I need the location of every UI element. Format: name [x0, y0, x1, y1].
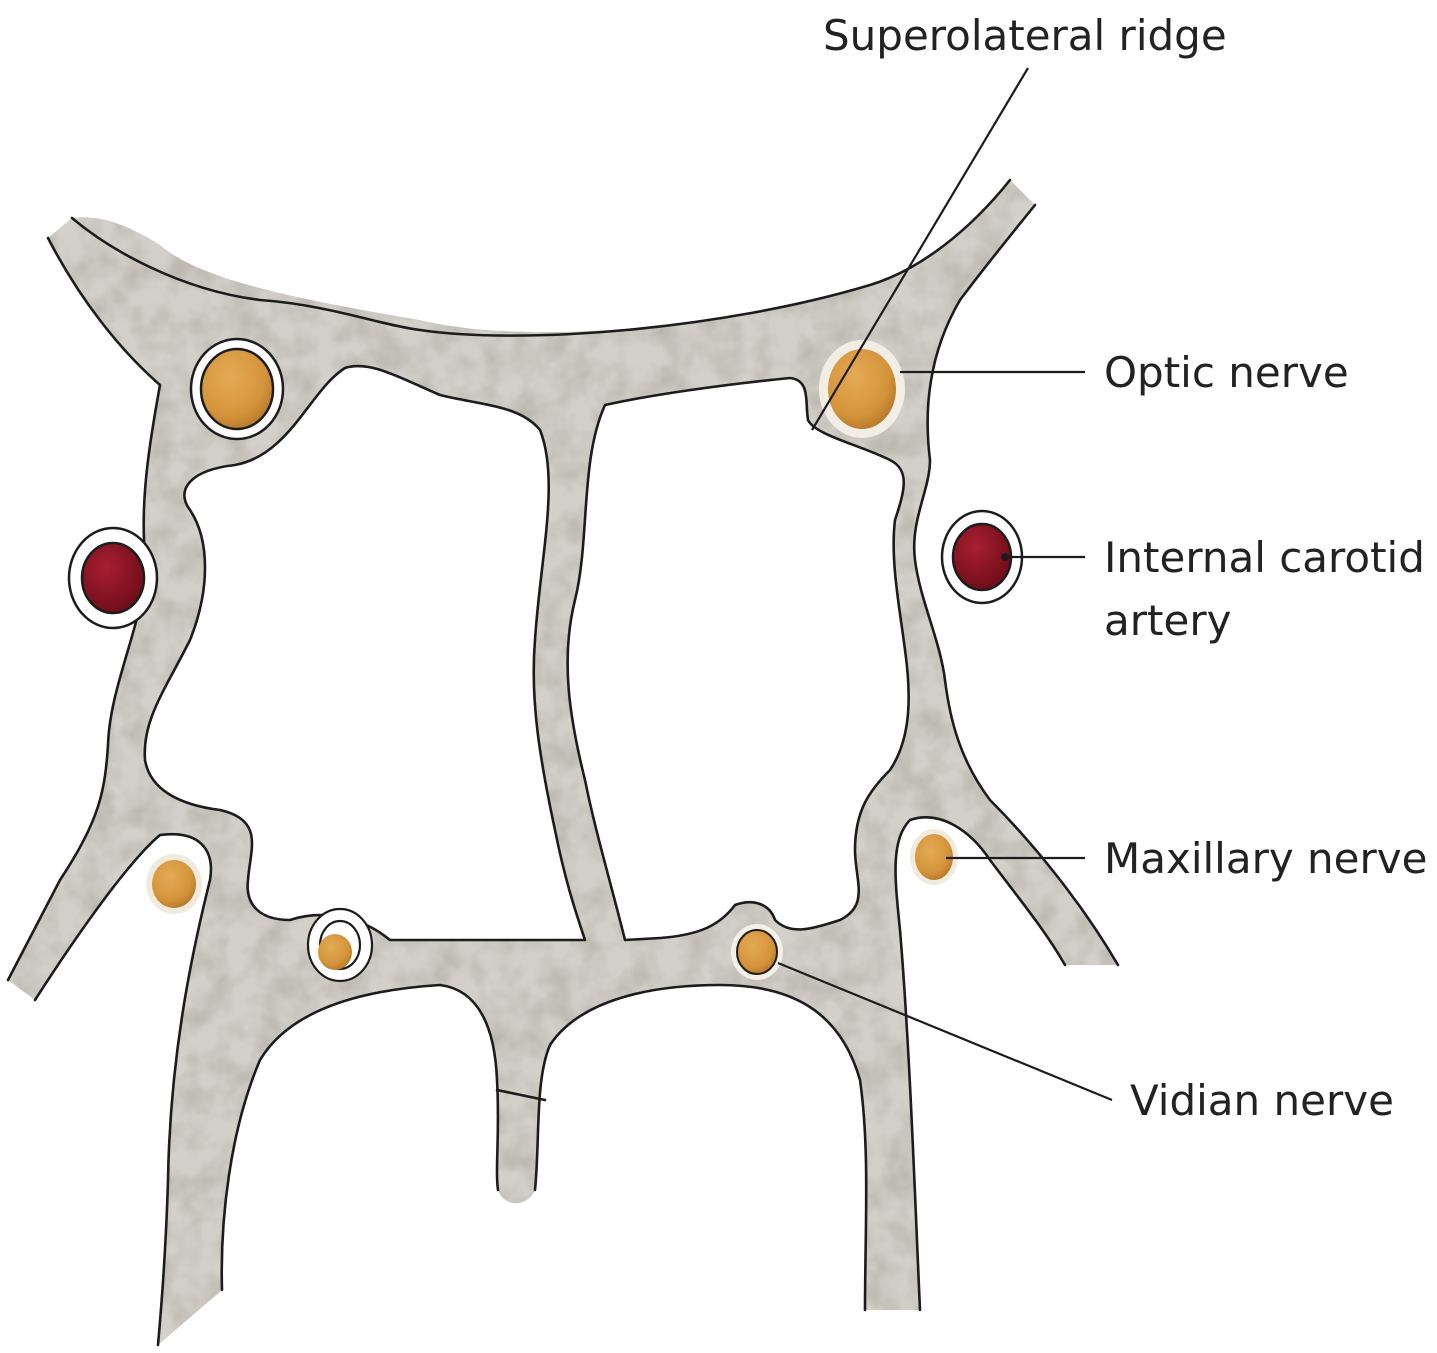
- right-optic-nerve: [820, 341, 904, 437]
- leader-vidian-nerve: [778, 963, 1112, 1100]
- leader-internal-carotid-dot: [1001, 553, 1009, 561]
- label-vidian-nerve: Vidian nerve: [1130, 1076, 1394, 1125]
- label-internal-carotid-line1: Internal carotid: [1104, 533, 1425, 582]
- label-superolateral-ridge: Superolateral ridge: [823, 11, 1227, 60]
- label-internal-carotid-line2: artery: [1104, 596, 1231, 645]
- right-vidian-nerve: [731, 924, 783, 980]
- left-internal-carotid: [69, 528, 157, 628]
- label-maxillary-nerve: Maxillary nerve: [1104, 834, 1427, 883]
- left-vidian-nerve: [308, 909, 372, 981]
- left-optic-nerve: [191, 339, 283, 439]
- left-maxillary-nerve: [146, 854, 202, 914]
- label-optic-nerve: Optic nerve: [1104, 348, 1349, 397]
- lower-right-cavity: [535, 985, 866, 1310]
